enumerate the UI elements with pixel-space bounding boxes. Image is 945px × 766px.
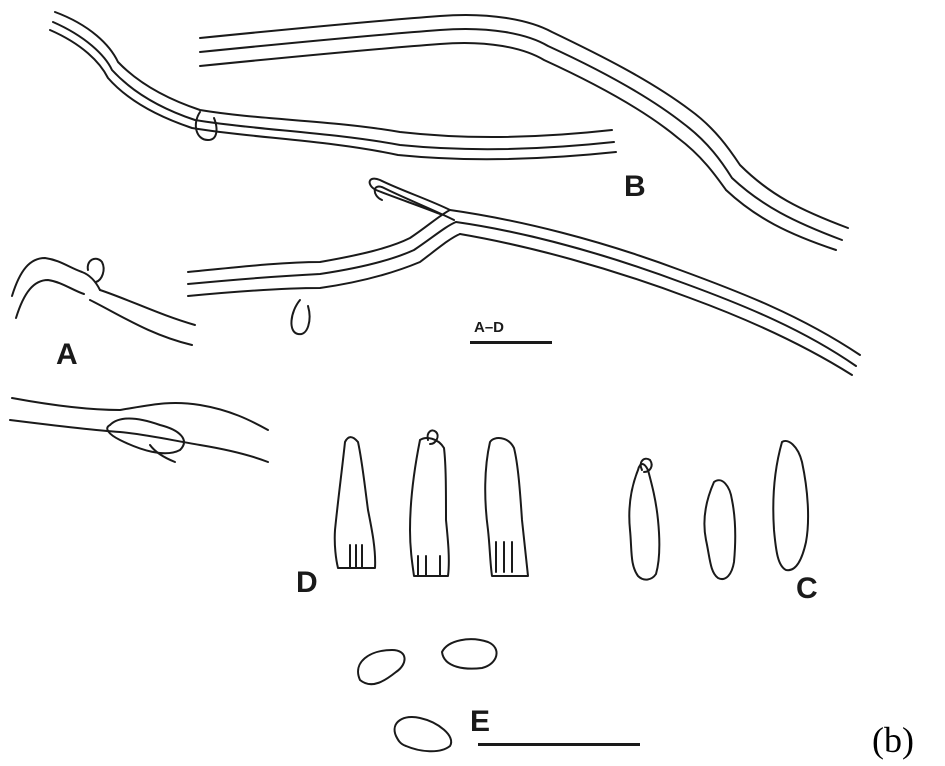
clamp-a-upper xyxy=(88,259,104,282)
hypha-upper-left xyxy=(50,12,616,159)
cystidia-c xyxy=(629,441,808,580)
hypha-branched xyxy=(188,179,860,375)
label-e: E xyxy=(470,707,490,737)
panel-label: (b) xyxy=(872,722,914,758)
label-d: D xyxy=(296,568,318,598)
scale-bar-e xyxy=(478,743,640,746)
scale-label-a-d: A–D xyxy=(474,320,504,335)
clamp-upper-left xyxy=(196,112,217,140)
label-b: B xyxy=(624,172,646,202)
hypha-a-lower xyxy=(10,398,268,462)
basidia-d xyxy=(335,430,528,576)
clamp-branched xyxy=(291,300,309,334)
label-a: A xyxy=(56,340,78,370)
scale-bar-a-d xyxy=(470,341,552,344)
label-c: C xyxy=(796,574,818,604)
